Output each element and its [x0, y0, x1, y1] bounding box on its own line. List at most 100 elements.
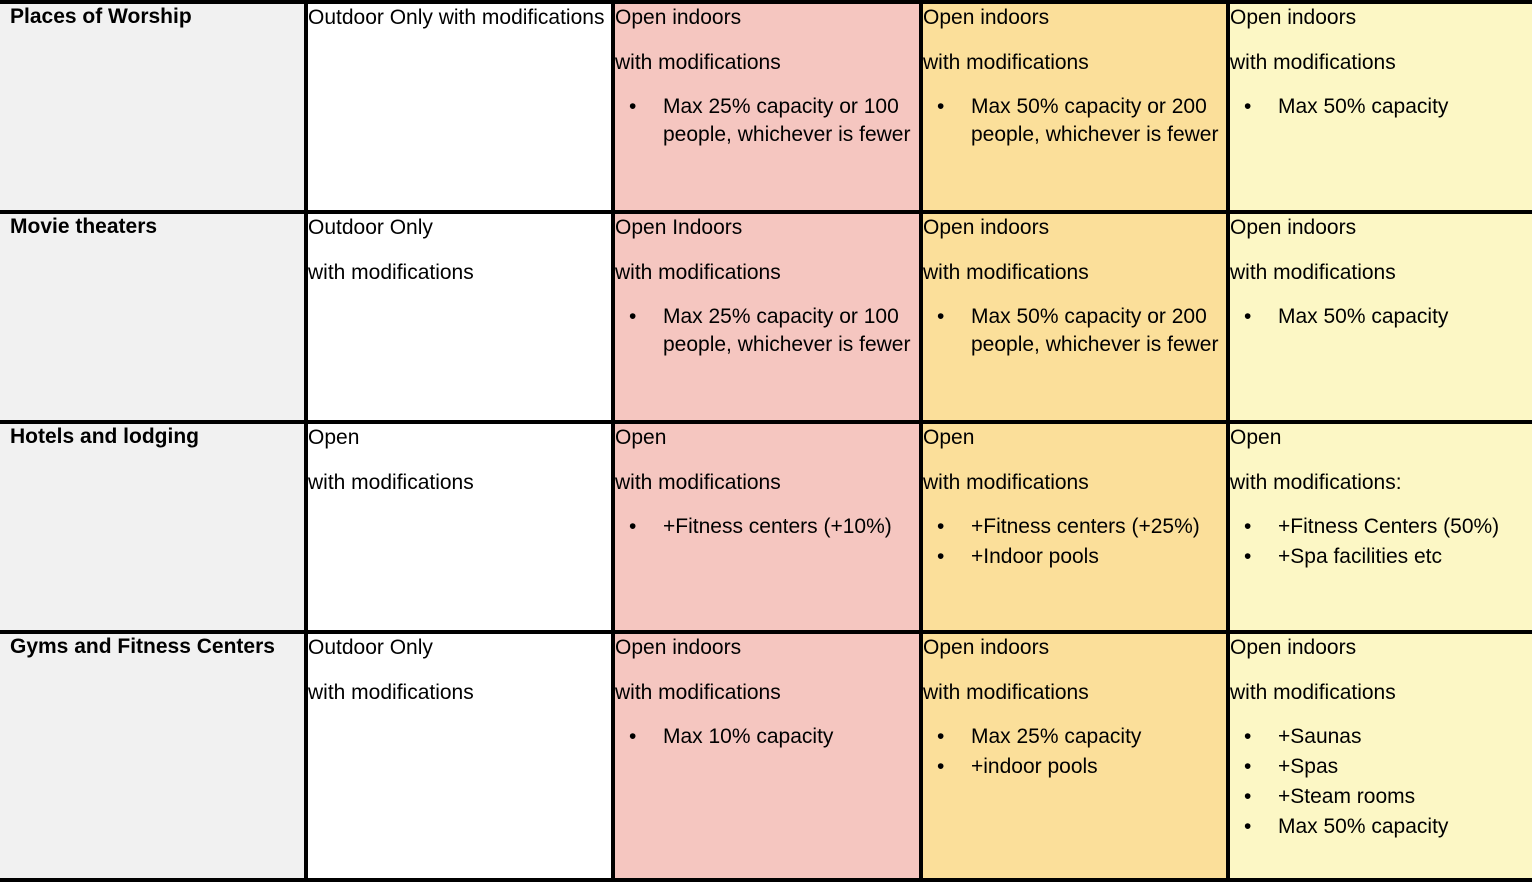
cell-line: Open — [615, 426, 667, 449]
bullet-list: • Max 10% capacity — [615, 723, 919, 751]
cell-stage-2: Open with modifications • +Fitness centers … — [611, 420, 921, 634]
cell-line: Open indoors — [1230, 636, 1357, 659]
bullet-dot-icon: • — [1244, 725, 1252, 749]
bullet-label: Max 10% capacity — [663, 725, 834, 749]
bullet-item: •+Indoor pools — [923, 543, 1226, 571]
cell-line: Open — [1230, 426, 1282, 449]
cell-line: Outdoor Only — [308, 216, 433, 239]
bullet-list: •+Saunas•+Spas•+Steam rooms•Max 50% capa… — [1230, 723, 1532, 840]
cell-line: with modifications — [923, 260, 1089, 284]
bullet-dot-icon: • — [1244, 515, 1252, 539]
cell-line: with modifications — [615, 260, 781, 284]
bullet-item: • +indoor pools — [923, 753, 1226, 781]
category-cell: Movie theaters — [0, 210, 306, 424]
cell-line: with modifications — [1230, 680, 1396, 704]
bullet-label: +indoor pools — [971, 755, 1098, 779]
cell-line: Outdoor Only — [308, 636, 433, 659]
bullet-label: Max 50% capacity or 200 people, whicheve… — [971, 95, 1219, 147]
bullet-label: +Spa facilities etc — [1278, 545, 1443, 569]
bullet-label: Max 50% capacity — [1278, 95, 1449, 119]
bullet-item: • Max 25% capacity or 100 people, whichev… — [615, 303, 919, 358]
cell-stage-4: Open indoors with modifications • Max 50% c… — [1226, 0, 1532, 214]
cell-line: with modifications — [923, 680, 1089, 704]
bullet-label: +Spas — [1278, 755, 1339, 779]
cell-line: with modifications — [923, 50, 1089, 74]
table-row: Hotels and lodging Open with modifications… — [0, 420, 1532, 634]
bullet-label: Max 25% capacity — [971, 725, 1142, 749]
cell-line: Open indoors — [615, 636, 742, 659]
cell-line: Open — [923, 426, 975, 449]
bullet-list: • Max 25% capacity or 100 people, whichev… — [615, 303, 919, 358]
cell-line: with modifications — [1230, 260, 1396, 284]
bullet-label: +Fitness centers (+10%) — [663, 515, 892, 539]
bullet-item: •Max 25% capacity or 100 people, whichev… — [615, 93, 919, 148]
category-label: Hotels and lodging — [10, 425, 199, 448]
cell-stage-3: Open indoors with modifications •Max 50% c… — [919, 0, 1228, 214]
bullet-item: • Max 25% capacity — [923, 723, 1226, 751]
bullet-item: •Max 50% capacity or 200 people, whichev… — [923, 93, 1226, 148]
bullet-dot-icon: • — [1244, 545, 1252, 569]
bullet-dot-icon: • — [629, 725, 637, 749]
cell-stage-3: Open indoors with modifications • Max 50% c… — [919, 210, 1228, 424]
bullet-dot-icon: • — [937, 545, 945, 569]
bullet-label: Max 50% capacity — [1278, 305, 1449, 329]
bullet-item: • Max 10% capacity — [615, 723, 919, 751]
cell-line: with modifications — [923, 470, 1089, 494]
bullet-dot-icon: • — [1244, 755, 1252, 779]
cell-line: with modifications — [615, 470, 781, 494]
bullet-list: • Max 25% capacity • +indoor pools — [923, 723, 1226, 780]
bullet-dot-icon: • — [937, 755, 945, 779]
bullet-item: •Max 50% capacity — [1230, 303, 1532, 331]
bullet-label: +Fitness Centers (50%) — [1278, 515, 1500, 539]
cell-line: Open indoors — [1230, 6, 1357, 29]
bullet-item: • +Spas — [1230, 753, 1532, 781]
cell-line: with modifications — [308, 470, 474, 494]
bullet-label: +Saunas — [1278, 725, 1362, 749]
bullet-dot-icon: • — [629, 305, 637, 329]
cell-line: Open indoors — [1230, 216, 1357, 239]
bullet-item: • +Spa facilities etc — [1230, 543, 1532, 571]
category-label: Places of Worship — [10, 5, 192, 28]
bullet-dot-icon: • — [937, 305, 945, 329]
bullet-item: •+Fitness centers (+25%) — [923, 513, 1226, 541]
cell-line: Outdoor Only with modifications — [308, 6, 605, 29]
category-cell: Places of Worship — [0, 0, 306, 214]
bullet-list: •Max 25% capacity or 100 people, whichev… — [615, 93, 919, 148]
bullet-label: Max 50% capacity — [1278, 814, 1449, 838]
bullet-list: • Max 50% capacity — [1230, 93, 1532, 121]
cell-line: with modifications — [615, 680, 781, 704]
bullet-label: Max 25% capacity or 100 people, whicheve… — [663, 305, 911, 357]
bullet-dot-icon: • — [1244, 784, 1252, 808]
bullet-dot-icon: • — [937, 515, 945, 539]
bullet-list: •+Fitness centers (+25%)•+Indoor pools — [923, 513, 1226, 570]
cell-line: Open — [308, 426, 360, 449]
bullet-dot-icon: • — [937, 725, 945, 749]
bullet-dot-icon: • — [1244, 814, 1252, 838]
bullet-dot-icon: • — [629, 515, 637, 539]
bullet-item: • Max 50% capacity — [1230, 813, 1532, 841]
cell-stage-2: Open Indoors with modifications • Max 25% c… — [611, 210, 921, 424]
cell-stage-1: Outdoor Only with modifications — [304, 210, 613, 424]
bullet-dot-icon: • — [1244, 95, 1252, 119]
cell-stage-3: Open with modifications •+Fitness centers … — [919, 420, 1228, 634]
cell-line: Open indoors — [923, 216, 1050, 239]
cell-line: with modifications — [308, 260, 474, 284]
bullet-label: Max 50% capacity or 200 people, whicheve… — [971, 305, 1219, 357]
category-label: Gyms and Fitness Centers — [10, 635, 275, 658]
cell-line: Open indoors — [923, 6, 1050, 29]
cell-line: Open Indoors — [615, 216, 743, 239]
table-row: Gyms and Fitness Centers Outdoor Only with… — [0, 630, 1532, 882]
cell-line: Open indoors — [923, 636, 1050, 659]
bullet-item: • Max 50% capacity — [1230, 93, 1532, 121]
cell-line: Open indoors — [615, 6, 742, 29]
cell-stage-2: Open indoors with modifications • Max 10% c… — [611, 630, 921, 882]
bullet-item: •+Steam rooms — [1230, 783, 1532, 811]
cell-stage-3: Open indoors with modifications • Max 25% c… — [919, 630, 1228, 882]
bullet-dot-icon: • — [629, 95, 637, 119]
cell-stage-1: Outdoor Only with modifications — [304, 0, 613, 214]
bullet-list: •Max 50% capacity or 200 people, whichev… — [923, 93, 1226, 148]
cell-line: with modifications — [1230, 50, 1396, 74]
